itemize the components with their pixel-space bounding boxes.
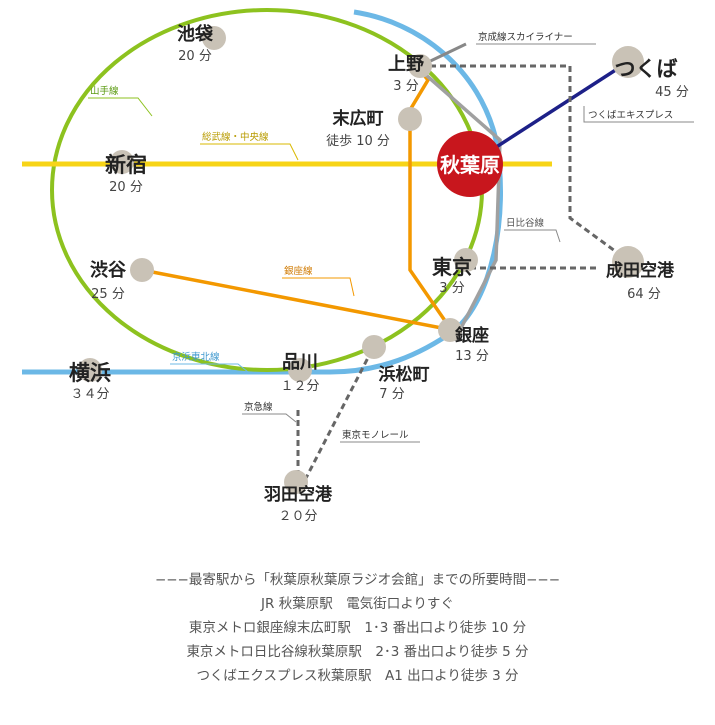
hamamatsucho-time: 7 分 <box>379 387 404 402</box>
tsukuba-name: つくば <box>615 57 678 81</box>
marker-tokyo <box>454 248 478 272</box>
label-hibiya: 日比谷線 <box>506 217 545 229</box>
shibuya-time: 25 分 <box>91 287 125 302</box>
marker-shinjuku <box>110 150 134 174</box>
suehirocho-time: 徒歩 10 分 <box>326 134 390 149</box>
station-markers <box>78 26 644 494</box>
marker-ikebukuro <box>202 26 226 50</box>
hamamatsucho-name: 浜松町 <box>379 364 430 385</box>
access-info: −−−最寄駅から「秋葉原秋葉原ラジオ会館」までの所要時間−−− JR 秋葉原駅 … <box>0 568 715 688</box>
label-ginza: 銀座線 <box>284 265 313 277</box>
tokyo-name: 東京 <box>432 255 472 279</box>
suehirocho-name: 末広町 <box>333 108 384 129</box>
marker-hamamatsucho <box>362 335 386 359</box>
dashed-routes <box>296 64 631 481</box>
station-labels: 池袋 20 分 上野 3 分 末広町 徒歩 10 分 新宿 20 分 渋谷 25… <box>69 23 689 524</box>
akihabara-marker <box>437 131 503 197</box>
tokyo-time: 3 分 <box>439 281 464 296</box>
hibiya-line <box>416 66 502 331</box>
ikebukuro-name: 池袋 <box>177 23 214 45</box>
marker-narita <box>612 246 644 278</box>
haneda-time: ２０分 <box>278 509 317 524</box>
yokohama-name: 横浜 <box>69 361 111 385</box>
label-sobu: 総武線・中央線 <box>202 131 269 143</box>
label-keisei: 京成線スカイライナー <box>478 31 573 43</box>
haneda-name: 羽田空港 <box>264 484 333 505</box>
narita-name: 成田空港 <box>606 260 675 281</box>
ueno-time: 3 分 <box>393 79 418 94</box>
marker-ginza <box>438 318 462 342</box>
label-monorail: 東京モノレール <box>342 429 409 441</box>
access-row-jr: JR 秋葉原駅 電気街口よりすぐ <box>261 596 454 612</box>
access-row-tx: つくばエクスプレス秋葉原駅 A1 出口より徒歩 3 分 <box>196 668 519 684</box>
access-row-ginza: 東京メトロ銀座線末広町駅 1･3 番出口より徒歩 10 分 <box>188 620 527 636</box>
shinjuku-time: 20 分 <box>109 180 143 195</box>
yokohama-time: ３４分 <box>70 387 109 402</box>
access-row-hibiya: 東京メトロ日比谷線秋葉原駅 2･3 番出口より徒歩 5 分 <box>186 644 529 660</box>
marker-tsukuba <box>612 46 644 78</box>
marker-ueno <box>408 54 432 78</box>
label-keikyu: 京急線 <box>244 401 273 413</box>
marker-shinagawa <box>288 358 312 382</box>
label-tx: つくばエキスプレス <box>588 110 673 121</box>
marker-suehirocho <box>398 107 422 131</box>
marker-yokohama <box>78 358 102 382</box>
ginza-time: 13 分 <box>455 349 489 364</box>
akihabara-name: 秋葉原 <box>440 153 500 177</box>
ginza-name: 銀座 <box>455 325 489 346</box>
tsukuba-time: 45 分 <box>655 85 689 100</box>
ginza-line <box>141 66 453 332</box>
shinjuku-name: 新宿 <box>105 153 147 177</box>
marker-shibuya <box>130 258 154 282</box>
label-yamanote: 山手線 <box>90 85 119 97</box>
shinagawa-name: 品川 <box>282 352 318 373</box>
marker-haneda <box>284 470 308 494</box>
access-heading: −−−最寄駅から「秋葉原秋葉原ラジオ会館」までの所要時間−−− <box>154 572 561 588</box>
line-labels: 山手線 総武線・中央線 銀座線 京浜東北線 日比谷線 京成線スカイライナー つく… <box>88 31 694 443</box>
ueno-name: 上野 <box>388 54 424 75</box>
shibuya-name: 渋谷 <box>90 259 127 281</box>
ikebukuro-time: 20 分 <box>178 49 212 64</box>
label-keihin: 京浜東北線 <box>172 351 220 363</box>
narita-time: 64 分 <box>627 287 661 302</box>
route-map: 山手線 総武線・中央線 銀座線 京浜東北線 日比谷線 京成線スカイライナー つく… <box>22 8 694 524</box>
shinagawa-time: １２分 <box>280 379 319 394</box>
